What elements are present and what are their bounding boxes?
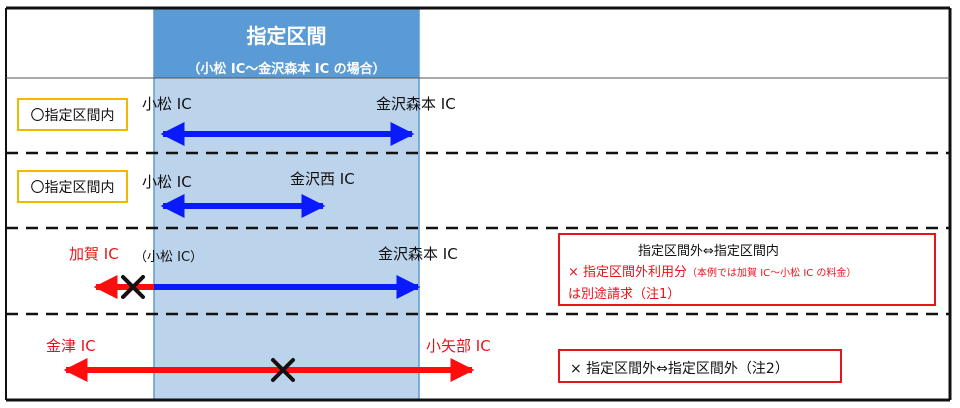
label-komatsu-ic-sub: （小松 IC） [134,250,204,265]
section-subtitle: （小松 IC～金沢森本 IC の場合） [187,62,386,77]
note-row3-line2-small: （本例では加賀 IC～小松 IC の料金） [687,268,857,279]
designated-section-header [154,8,419,78]
label-oyabe-ic: 小矢部 IC [426,337,491,355]
label-kanazawa-nishi-ic: 金沢西 IC [290,170,355,188]
label-kaga-ic: 加賀 IC [69,245,119,263]
label-komatsu-ic-row2: 小松 IC [142,173,192,191]
label-kanazawa-morimoto-ic-row3: 金沢森本 IC [378,245,458,263]
note-box-row3: 指定区間外⇔指定区間内 × 指定区間外利用分（本例では加賀 IC～小松 IC の… [558,233,936,306]
section-title: 指定区間 [246,24,327,48]
note-row4: × 指定区間外⇔指定区間外（注2） [570,361,789,377]
note-box-row4: × 指定区間外⇔指定区間外（注2） [558,349,842,383]
cross-mark-icon [121,275,145,299]
cross-mark-icon [271,358,295,382]
tag-within-section-row2: 〇指定区間内 [17,170,128,203]
label-komatsu-ic-row1: 小松 IC [142,95,192,113]
note-row3-line3: は別途請求（注1） [568,287,681,302]
note-row3-line2-main: × 指定区間外利用分 [568,265,688,280]
note-row3-line2: × 指定区間外利用分（本例では加賀 IC～小松 IC の料金） [568,261,856,280]
label-kanazawa-morimoto-ic-row1: 金沢森本 IC [376,95,456,113]
label-kanazu-ic: 金津 IC [46,337,96,355]
note-row3-line1: 指定区間外⇔指定区間内 [638,244,779,259]
tag-within-section-row1: 〇指定区間内 [17,98,128,131]
